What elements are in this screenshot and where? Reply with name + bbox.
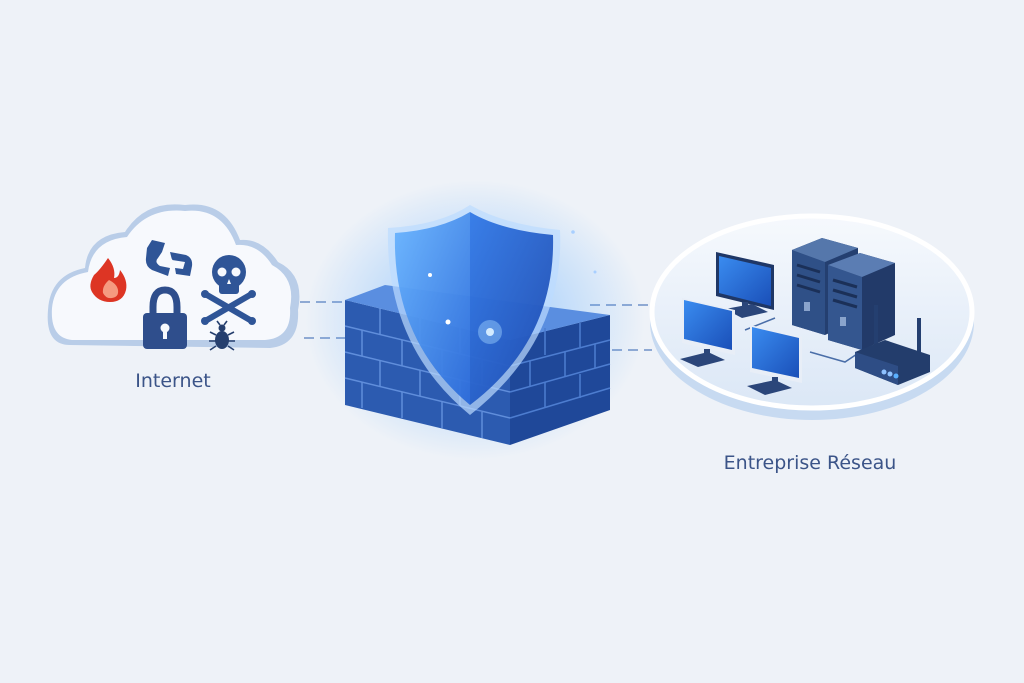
router-icon [855,305,930,385]
shield-icon [387,205,597,415]
fire-icon [90,258,127,302]
bug-icon [209,320,235,351]
monitor-icon [680,298,735,367]
lock-icon [143,286,187,349]
internet-label: Internet [135,370,211,392]
server-icon [828,253,895,350]
skull-crossbones-icon [201,255,256,325]
enterprise-network-label: Entreprise Réseau [723,452,897,474]
monitor-icon [716,252,774,318]
broken-link-icon [145,240,193,276]
monitor-icon [747,325,802,395]
